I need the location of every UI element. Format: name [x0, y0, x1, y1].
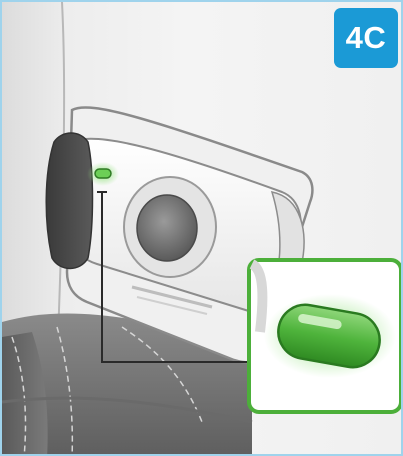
- device-button-icon: [124, 177, 216, 277]
- status-light-zoom-icon: [249, 260, 401, 412]
- step-badge: 4C: [334, 8, 398, 68]
- status-light-icon: [87, 162, 119, 186]
